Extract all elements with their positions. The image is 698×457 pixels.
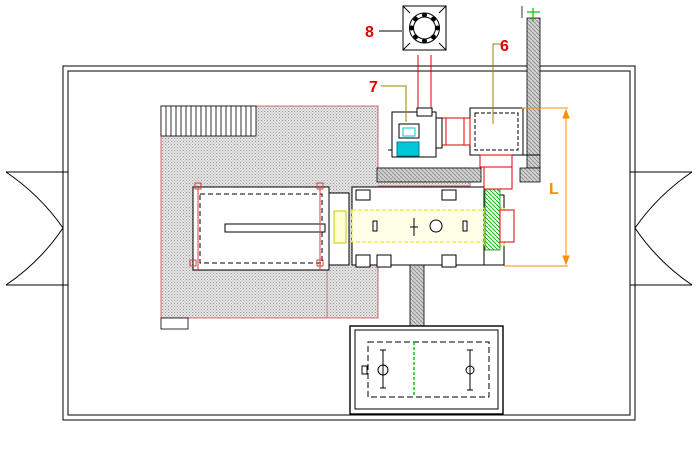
exhaust-pipes bbox=[417, 55, 432, 108]
silencer-6 bbox=[440, 107, 540, 243]
leader-lines bbox=[379, 30, 501, 124]
lower-pit-unit bbox=[349, 325, 504, 415]
engine-body bbox=[328, 186, 505, 268]
callout-label-7: 7 bbox=[369, 79, 378, 96]
dimension-L bbox=[504, 107, 570, 267]
callout-label-8: 8 bbox=[365, 24, 374, 41]
callout-label-6: 6 bbox=[500, 38, 509, 55]
exhaust-hose bbox=[376, 6, 541, 251]
right-door bbox=[630, 171, 693, 286]
left-door bbox=[5, 171, 69, 286]
rain-cap-8 bbox=[402, 5, 447, 51]
fan-unit-7 bbox=[388, 107, 443, 158]
dimension-label-L: L bbox=[549, 181, 559, 198]
radiator-unit bbox=[189, 182, 330, 271]
